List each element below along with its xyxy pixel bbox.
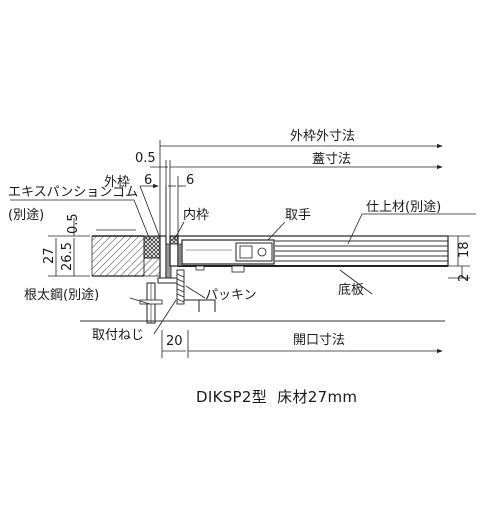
label-mounting-screw: 取付ねじ bbox=[92, 328, 144, 343]
caption: DIKSP2型 床材27mm bbox=[196, 388, 357, 406]
joist-steel bbox=[139, 282, 163, 324]
mounting-screw bbox=[176, 269, 185, 305]
label-inner-frame: 内枠 bbox=[183, 207, 209, 223]
label-handle: 取手 bbox=[285, 208, 311, 223]
dim-0-5-side: 0.5 bbox=[66, 213, 81, 234]
label-separate: (別途) bbox=[8, 207, 44, 223]
label-joist-steel: 根太鋼(別途) bbox=[24, 287, 99, 303]
dimension-lines bbox=[48, 140, 470, 358]
label-lid-dim: 蓋寸法 bbox=[312, 152, 351, 167]
inner-frame bbox=[169, 235, 179, 267]
dim-6-right: 6 bbox=[186, 173, 194, 188]
left-floor bbox=[91, 235, 145, 277]
label-outer-frame-outer-dim: 外枠外寸法 bbox=[290, 129, 355, 144]
dim-6-left: 6 bbox=[144, 173, 152, 188]
dim-0-5-top: 0.5 bbox=[135, 151, 156, 166]
expansion-rubber bbox=[143, 235, 161, 259]
label-bottom-plate: 底板 bbox=[338, 282, 364, 298]
label-expansion-rubber: エキスパンションゴム bbox=[8, 184, 138, 200]
label-packing: パッキン bbox=[205, 288, 257, 303]
label-outer-frame: 外枠 bbox=[104, 175, 130, 190]
dim-18: 18 bbox=[457, 241, 472, 258]
dim-26-5: 26.5 bbox=[60, 242, 75, 271]
label-finish-material: 仕上材(別途) bbox=[366, 199, 441, 215]
dim-20: 20 bbox=[166, 334, 183, 349]
dim-2: 2 bbox=[457, 274, 472, 282]
lid bbox=[177, 235, 449, 273]
leader-lines bbox=[10, 185, 476, 335]
label-opening-dim: 開口寸法 bbox=[293, 333, 345, 348]
dim-27: 27 bbox=[42, 247, 57, 264]
floor-edge-hatch bbox=[143, 257, 161, 277]
